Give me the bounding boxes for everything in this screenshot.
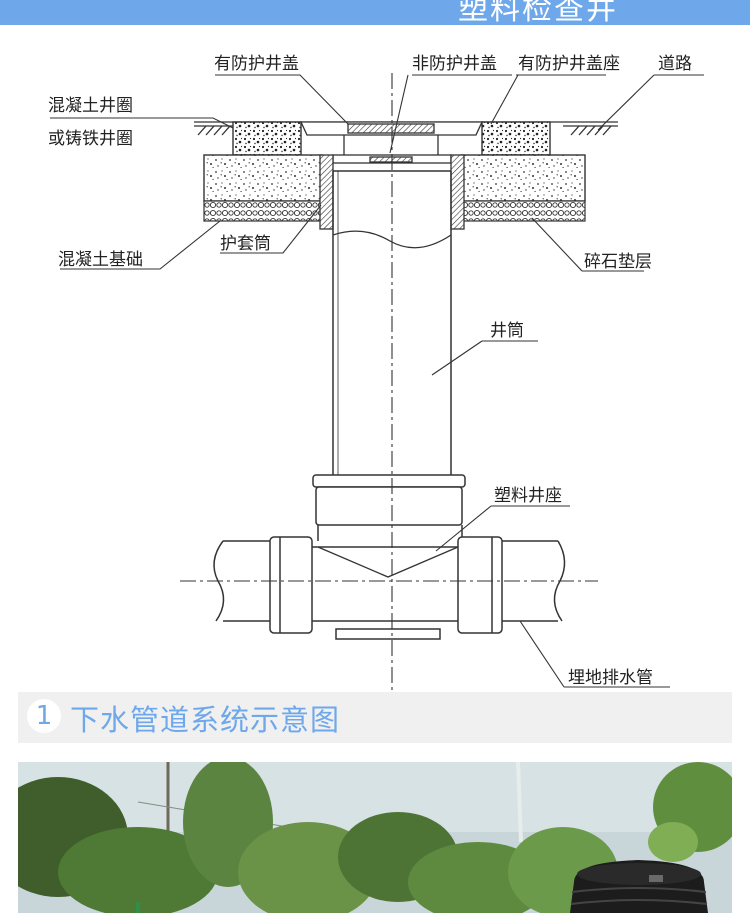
top-banner: 塑料检查井 [0, 0, 750, 25]
manhole-diagram: 有防护井盖 非防护井盖 有防护井盖座 道路 混凝土井圈 或铸铁井圈 混凝土基础 … [48, 54, 704, 690]
label-plastic-base: 塑料井座 [494, 486, 562, 506]
label-guarded-cover-seat: 有防护井盖座 [518, 54, 620, 74]
protective-sleeve-left [319, 154, 334, 230]
manhole-diagram-panel: 有防护井盖 非防护井盖 有防护井盖座 道路 混凝土井圈 或铸铁井圈 混凝土基础 … [18, 25, 732, 692]
concrete-foundation-left [203, 154, 323, 202]
site-photo [18, 762, 732, 913]
label-concrete-foundation: 混凝土基础 [58, 250, 143, 270]
section-caption: 1 下水管道系统示意图 [18, 692, 732, 743]
plastic-manhole-photo [570, 860, 708, 913]
label-unguarded-cover: 非防护井盖 [412, 54, 497, 74]
concrete-ring-left [232, 121, 302, 156]
section-number-badge: 1 [27, 699, 61, 733]
label-cast-iron-ring: 或铸铁井圈 [48, 129, 133, 149]
section-caption-text: 下水管道系统示意图 [70, 703, 341, 737]
label-shaft: 井筒 [490, 321, 524, 341]
site-photo-image [18, 762, 732, 913]
leader-lines [50, 74, 704, 688]
label-road: 道路 [658, 54, 692, 74]
label-buried-drain-pipe: 埋地排水管 [568, 668, 653, 688]
protective-sleeve-right [450, 154, 465, 230]
label-gravel-cushion: 碎石垫层 [584, 252, 652, 272]
gravel-cushion-right [460, 200, 586, 222]
gravel-cushion-left [203, 200, 323, 222]
banner-title: 塑料检查井 [458, 0, 618, 25]
well-shaft [332, 170, 452, 475]
label-guarded-cover: 有防护井盖 [214, 54, 299, 74]
concrete-foundation-right [460, 154, 586, 202]
label-protective-sleeve: 护套筒 [220, 234, 271, 254]
buried-drain-pipe [213, 536, 566, 634]
label-concrete-ring: 混凝土井圈 [48, 96, 133, 116]
center-lines [180, 73, 598, 690]
concrete-ring-right [481, 121, 551, 156]
